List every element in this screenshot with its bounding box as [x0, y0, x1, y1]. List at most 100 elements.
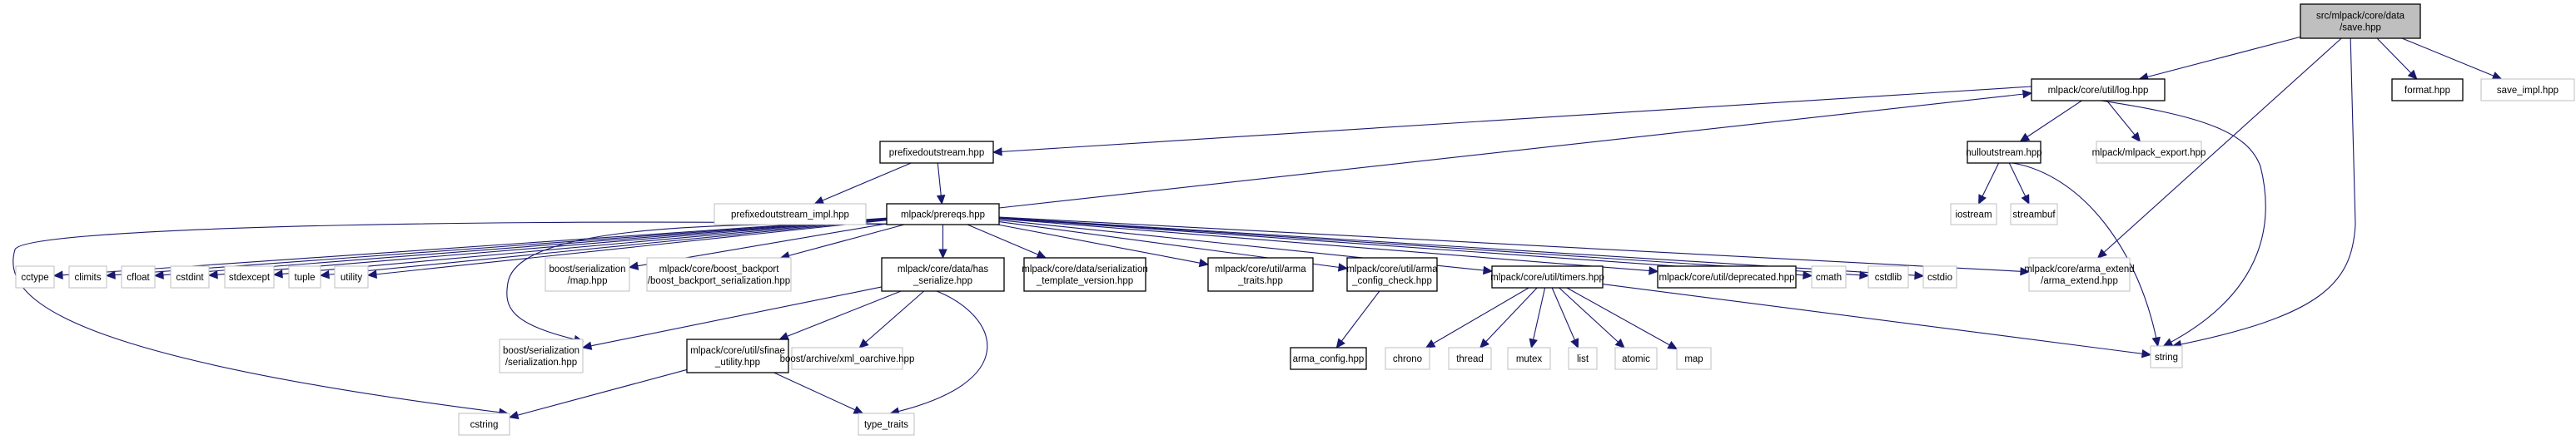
- node-label: mlpack/core/data/serialization: [1022, 264, 1148, 274]
- node-box[interactable]: [879, 141, 994, 164]
- node-deprecated[interactable]: mlpack/core/util/deprecated.hpp: [1657, 265, 1797, 289]
- node-timers[interactable]: mlpack/core/util/timers.hpp: [1490, 265, 1604, 289]
- node-arma-traits[interactable]: mlpack/core/util/arma_traits.hpp: [1207, 257, 1314, 292]
- node-label: mlpack/core/arma_extend: [2024, 264, 2134, 274]
- edge-prefixed-to-prefixed_impl: [813, 162, 912, 205]
- node-arma-config[interactable]: arma_config.hpp: [1290, 347, 1367, 370]
- edge-has_ser-to-xml: [858, 290, 925, 349]
- edge-prefixed-to-prereqs: [936, 162, 946, 205]
- arrowhead-icon: [272, 269, 283, 279]
- arrowhead-icon: [2019, 132, 2031, 142]
- arrowhead-icon: [2491, 72, 2503, 80]
- node-label: _utility.hpp: [714, 358, 760, 368]
- arrowhead-icon: [2131, 131, 2141, 142]
- node-backport: mlpack/core/boost_backport/boost_backpor…: [646, 257, 792, 292]
- arrowhead-icon: [52, 270, 63, 279]
- arrowhead-icon: [1978, 194, 1987, 205]
- node-box: [1811, 265, 1847, 289]
- node-label: cstring: [470, 420, 499, 430]
- edge-line: [509, 368, 688, 418]
- node-box[interactable]: [2391, 78, 2464, 101]
- arrowhead-icon: [938, 249, 947, 260]
- arrowhead-icon: [1479, 338, 1489, 349]
- edge-line: [1425, 287, 1529, 349]
- node-box[interactable]: [686, 339, 789, 373]
- node-log[interactable]: mlpack/core/util/log.hpp: [2031, 78, 2166, 101]
- edge-prereqs-to-utility: [366, 220, 888, 279]
- node-label: mlpack/core/util/log.hpp: [2048, 86, 2149, 96]
- node-prefixed[interactable]: prefixedoutstream.hpp: [879, 141, 994, 164]
- arrowhead-icon: [2162, 338, 2174, 347]
- arrowhead-icon: [2022, 89, 2033, 99]
- edge-line: [320, 219, 888, 276]
- edge-nullout-to-streambuf: [2008, 162, 2030, 205]
- node-label: /map.hpp: [568, 276, 608, 286]
- arrowhead-icon: [2021, 194, 2030, 205]
- edge-timers-to-chrono: [1425, 287, 1529, 349]
- node-label: iostream: [1955, 210, 1992, 220]
- edge-line: [154, 218, 888, 276]
- node-box[interactable]: [1290, 347, 1367, 370]
- node-export: mlpack/mlpack_export.hpp: [2092, 141, 2206, 164]
- nodes-layer: src/mlpack/core/data/save.hppmlpack/core…: [15, 3, 2575, 436]
- node-box[interactable]: [1491, 265, 1604, 289]
- node-box: [224, 265, 275, 289]
- arrowhead-icon: [319, 269, 330, 279]
- node-format[interactable]: format.hpp: [2391, 78, 2464, 101]
- edge-line: [208, 218, 888, 276]
- node-label: /boost_backport_serialization.hpp: [648, 276, 790, 286]
- edge-prereqs-to-ser_tmpl: [967, 224, 1047, 259]
- node-box[interactable]: [1023, 257, 1146, 292]
- edge-line: [998, 218, 1658, 272]
- node-box: [458, 413, 510, 436]
- edge-line: [582, 286, 883, 349]
- node-has-ser[interactable]: mlpack/core/data/has_serialize.hpp: [881, 257, 1005, 292]
- edge-line: [1559, 287, 1625, 349]
- node-ser-tmpl[interactable]: mlpack/core/data/serialization _template_…: [1022, 257, 1148, 292]
- node-label: mlpack/core/util/deprecated.hpp: [1658, 273, 1794, 283]
- node-utility: utility: [334, 265, 369, 289]
- node-label: mlpack/core/util/arma: [1346, 264, 1438, 274]
- node-box[interactable]: [1657, 265, 1797, 289]
- node-label: format.hpp: [2404, 86, 2450, 96]
- edge-save-to-format: [2376, 37, 2418, 80]
- node-label: src/mlpack/core/data: [2316, 12, 2405, 22]
- node-box[interactable]: [2031, 78, 2166, 101]
- node-box[interactable]: [1346, 257, 1438, 292]
- node-nullout[interactable]: nulloutstream.hpp: [1966, 141, 2042, 164]
- node-box[interactable]: [1967, 141, 2041, 164]
- node-cstdio: cstdio: [1922, 265, 1957, 289]
- node-label: save_impl.hpp: [2497, 86, 2559, 96]
- node-arma-cfg-chk[interactable]: mlpack/core/util/arma_config_check.hpp: [1346, 257, 1438, 292]
- node-label: mlpack/core/util/timers.hpp: [1490, 273, 1604, 283]
- node-label: tuple: [295, 273, 316, 283]
- edge-has_ser-to-sfinae: [778, 290, 902, 341]
- node-box: [2010, 203, 2058, 225]
- node-box: [334, 265, 369, 289]
- edge-prereqs-to-has_ser: [938, 225, 947, 260]
- arrowhead-icon: [1529, 338, 1538, 349]
- node-box[interactable]: [886, 203, 1000, 225]
- edge-sfinae-to-cstring: [508, 368, 688, 420]
- node-prereqs[interactable]: mlpack/prereqs.hpp: [886, 203, 1000, 225]
- arrowhead-icon: [207, 269, 218, 279]
- edge-line: [890, 290, 988, 414]
- node-cstdint: cstdint: [170, 265, 210, 289]
- node-label: /arma_extend.hpp: [2041, 276, 2118, 286]
- arrowhead-icon: [1337, 263, 1349, 272]
- arrowhead-icon: [2020, 266, 2031, 276]
- node-label: atomic: [1622, 354, 1650, 364]
- edge-line: [2172, 37, 2356, 347]
- arrowhead-icon: [1859, 270, 1870, 279]
- node-atomic: atomic: [1614, 347, 1658, 370]
- node-label: mlpack/mlpack_export.hpp: [2092, 148, 2206, 158]
- node-box[interactable]: [881, 257, 1005, 292]
- node-sfinae[interactable]: mlpack/core/util/sfinae_utility.hpp: [686, 339, 789, 373]
- edge-prereqs-to-arma_traits: [997, 224, 1210, 268]
- arrowhead-icon: [2407, 69, 2418, 80]
- node-box[interactable]: [1207, 257, 1314, 292]
- edge-line: [2106, 100, 2141, 142]
- node-label: _template_version.hpp: [1036, 276, 1133, 286]
- edge-line: [367, 220, 888, 276]
- edge-line: [2376, 37, 2418, 80]
